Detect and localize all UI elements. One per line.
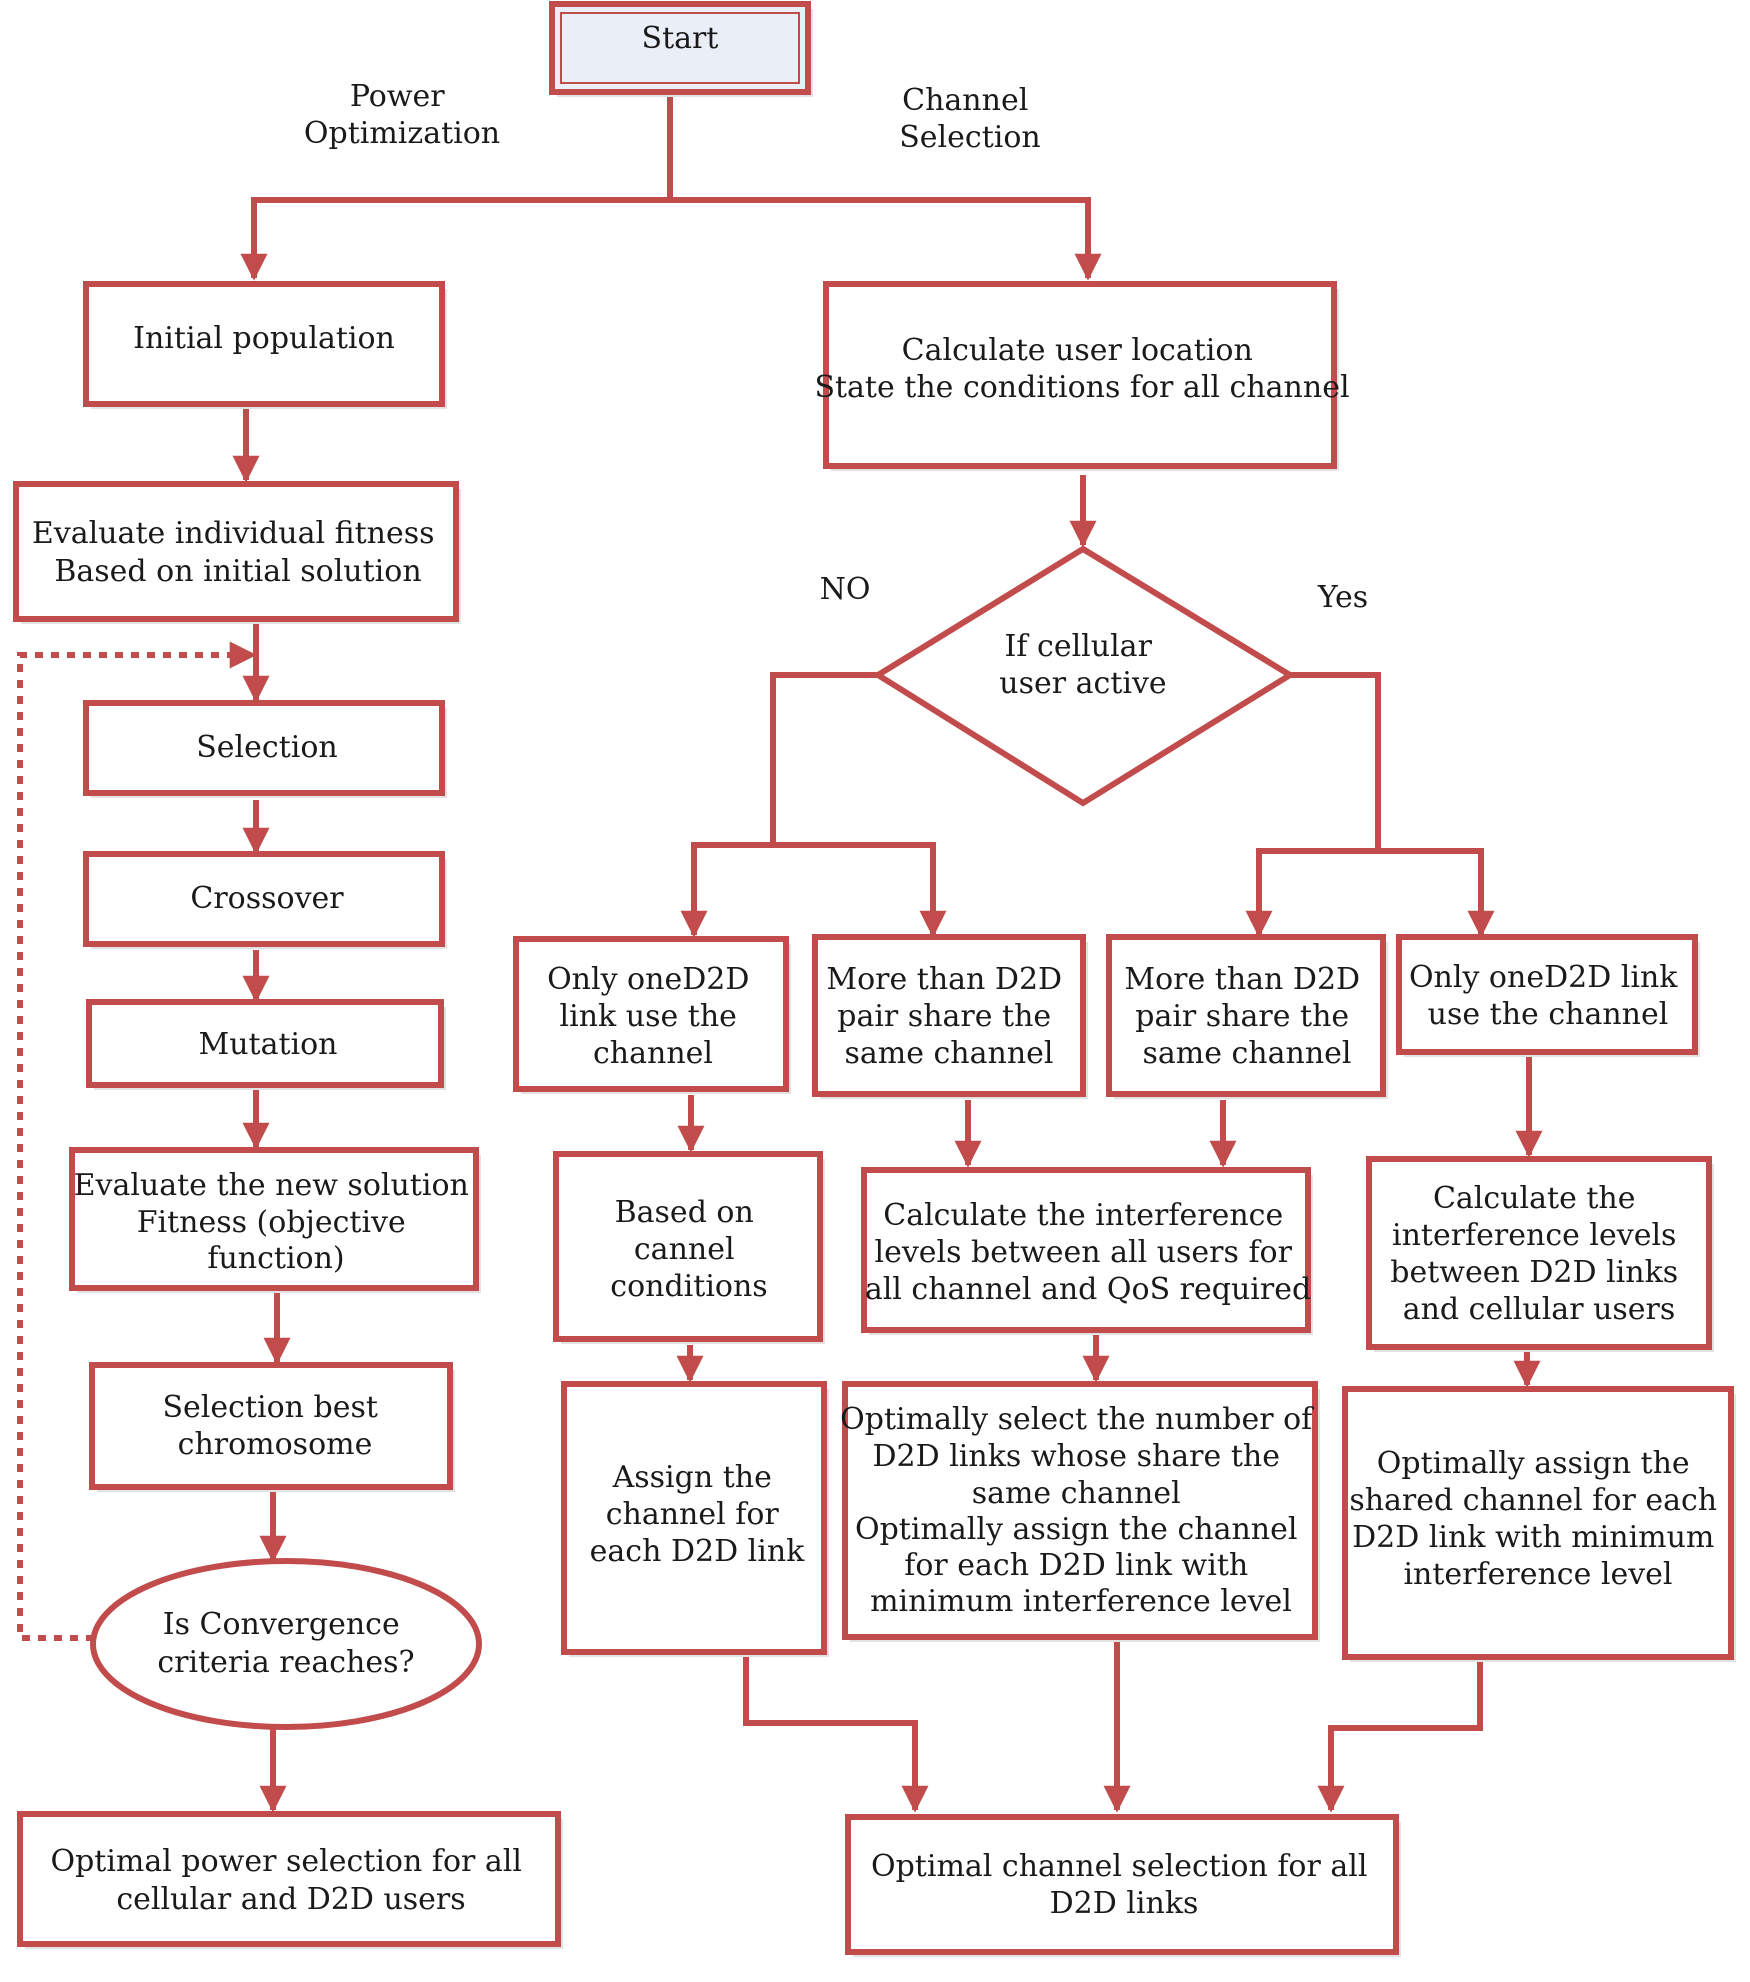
calc-interference-all-node: Calculate the interference levels betwee…	[861, 1167, 1313, 1335]
free-labels: Power Optimization Channel Selection NO …	[304, 79, 1368, 615]
no-only-one-node: Only oneD2D link use the channel	[513, 936, 791, 1094]
edges	[17, 97, 1543, 1813]
edge-no-to-only-one	[680, 842, 773, 938]
if-cellular-decision: If cellular user active	[872, 545, 1296, 807]
svg-text:Optimally assign the s: Optimally assign the shared channel for …	[1349, 1446, 1726, 1592]
edge-no-to-more-than	[773, 842, 947, 938]
svg-text:Is Convergence criteri: Is Convergence criteria reaches?	[157, 1607, 414, 1680]
crossover-node: Crossover	[83, 851, 447, 949]
svg-text:Calculate the interference: Calculate the interference levels betwee…	[865, 1198, 1311, 1307]
svg-text:Only oneD2D link use t: Only oneD2D link use the channel	[1409, 960, 1687, 1032]
calc-location-node: Calculate user location State the condit…	[814, 281, 1350, 471]
svg-text:Selection best chromos: Selection best chromosome	[163, 1390, 388, 1462]
optimal-power-node: Optimal power selection for all cellular…	[17, 1811, 563, 1949]
initial-population-node: Initial population	[83, 281, 447, 409]
no-more-than-node: More than D2D pair share the same channe…	[812, 934, 1088, 1099]
svg-text:More than D2D pair sha: More than D2D pair share the same channe…	[1124, 962, 1369, 1071]
svg-text:Evaluate individual fitness: Evaluate individual fitness Based on ini…	[32, 516, 444, 589]
svg-text:Crossover: Crossover	[190, 881, 344, 916]
svg-text:Start: Start	[642, 21, 719, 56]
edge-yes-to-more-than	[1245, 848, 1378, 938]
selection-best-node: Selection best chromosome	[89, 1362, 455, 1492]
edge-optimally-assign-to-optimal-channel	[1317, 1658, 1483, 1813]
edge-convergence-loop-back	[17, 641, 257, 1641]
svg-text:Optimal power selection for al: Optimal power selection for all cellular…	[50, 1844, 531, 1917]
svg-text:Evaluate the new solution: Evaluate the new solution Fitness (objec…	[74, 1168, 479, 1276]
edge-yes-to-only-one	[1378, 848, 1495, 938]
svg-text:Based on cannel: Based on cannel conditions	[610, 1195, 767, 1304]
svg-text:Optimal channel selection for: Optimal channel selection for all D2D li…	[871, 1849, 1377, 1921]
start-node: Start	[549, 1, 813, 97]
power-optimization-label: Power Optimization	[304, 79, 500, 151]
no-branch-label: NO	[820, 572, 871, 607]
optimal-channel-node: Optimal channel selection for all D2D li…	[845, 1814, 1401, 1957]
optimally-assign-shared-node: Optimally assign the shared channel for …	[1342, 1386, 1736, 1662]
edge-assign-to-optimal-channel	[743, 1655, 929, 1813]
calc-interference-d2d-node: Calculate the interference levels betwee…	[1366, 1156, 1714, 1352]
selection-node: Selection	[83, 700, 447, 798]
nodes: Start Initial population Evaluate indivi…	[13, 1, 1736, 1957]
yes-only-one-node: Only oneD2D link use the channel	[1396, 934, 1700, 1057]
yes-branch-label: Yes	[1317, 580, 1368, 615]
edge-decision-yes-branch	[1290, 672, 1381, 851]
edge-decision-no-branch	[770, 672, 878, 845]
evaluate-new-node: Evaluate the new solution Fitness (objec…	[69, 1147, 481, 1293]
svg-text:Calculate user location: Calculate user location State the condit…	[814, 333, 1349, 405]
assign-channel-node: Assign the channel for each D2D link	[561, 1381, 829, 1657]
svg-text:Selection: Selection	[196, 730, 338, 765]
based-on-node: Based on cannel conditions	[553, 1151, 825, 1344]
svg-text:Initial population: Initial population	[133, 321, 395, 356]
edge-start-to-power	[240, 197, 670, 281]
svg-text:Assign the channel for: Assign the channel for each D2D link	[590, 1460, 806, 1569]
optimally-select-node: Optimally select the number of D2D links…	[840, 1381, 1322, 1642]
svg-text:Mutation: Mutation	[198, 1027, 337, 1062]
channel-selection-label: Channel Selection	[899, 83, 1041, 155]
svg-text:Optimally select the number of: Optimally select the number of D2D links…	[840, 1402, 1322, 1619]
evaluate-fitness-node: Evaluate individual fitness Based on ini…	[13, 481, 461, 624]
yes-more-than-node: More than D2D pair share the same channe…	[1106, 934, 1388, 1099]
edge-start-to-channel	[670, 197, 1102, 281]
svg-text:If cellular user activ: If cellular user active	[999, 629, 1166, 701]
svg-text:Only oneD2D link use t: Only oneD2D link use the channel	[547, 962, 759, 1071]
mutation-node: Mutation	[86, 999, 446, 1090]
svg-text:More than D2D pair sha: More than D2D pair share the same channe…	[826, 962, 1071, 1071]
svg-text:Calculate the interfer: Calculate the interference levels betwee…	[1390, 1181, 1687, 1327]
convergence-node: Is Convergence criteria reaches?	[90, 1558, 482, 1730]
